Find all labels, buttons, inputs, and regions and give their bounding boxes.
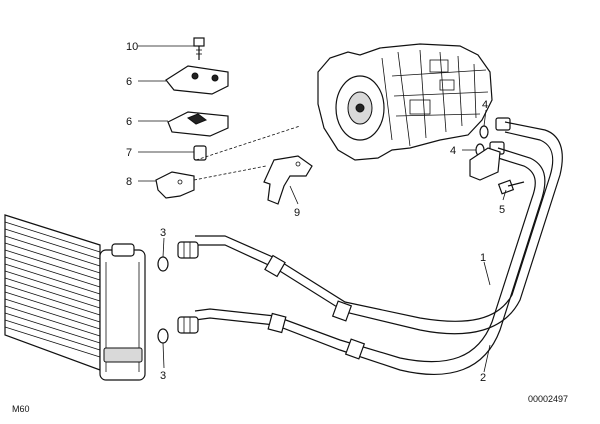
spacer-sleeve — [193, 145, 207, 161]
bracket-9 — [263, 155, 313, 205]
oil-line-1 — [177, 121, 563, 335]
callout-8: 8 — [126, 176, 132, 188]
bracket-gearbox — [469, 147, 525, 195]
bracket-8 — [155, 171, 195, 199]
callout-9: 9 — [294, 207, 300, 219]
callout-2: 2 — [480, 372, 486, 384]
callout-1: 1 — [480, 252, 486, 264]
callout-6-upper: 6 — [126, 76, 132, 88]
gasket-upper — [479, 125, 489, 139]
callout-7: 7 — [126, 147, 132, 159]
model-code: M60 — [12, 404, 30, 414]
bolt — [193, 37, 205, 60]
callout-3-lower: 3 — [160, 370, 166, 382]
transmission — [317, 43, 511, 161]
callout-3-upper: 3 — [160, 227, 166, 239]
seal-ring-upper — [157, 256, 169, 272]
callout-4-lower: 4 — [450, 145, 456, 157]
clamp-lower — [167, 111, 229, 137]
callout-4-upper: 4 — [482, 99, 488, 111]
radiator — [4, 214, 146, 381]
callout-leaders — [138, 45, 507, 373]
drawing-number: 00002497 — [528, 394, 568, 404]
callout-10: 10 — [126, 41, 138, 53]
seal-ring-lower — [157, 328, 169, 344]
clamp-upper — [165, 65, 229, 95]
callout-5: 5 — [499, 204, 505, 216]
oil-line-2 — [177, 147, 546, 376]
callout-6-lower: 6 — [126, 116, 132, 128]
